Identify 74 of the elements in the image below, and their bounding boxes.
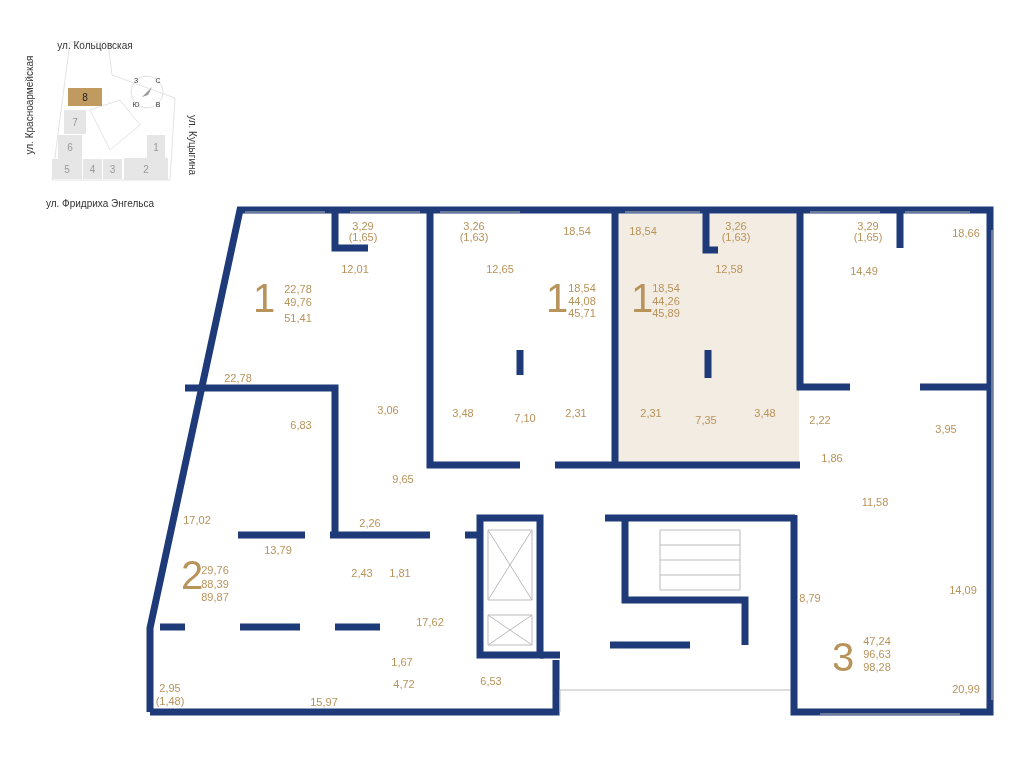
area-label: 51,41 [284,312,312,324]
apartment-room-count: 1 [252,278,276,318]
area-label: 2,43 [351,567,373,579]
area-label: 14,49 [850,265,878,277]
area-label: 44,26 [652,295,680,307]
area-label: (1,48) [155,695,185,707]
area-label: 18,54 [568,282,596,294]
area-label: 44,08 [568,295,596,307]
street-name: ул. Фридриха Энгельса [45,199,155,209]
building-block: 2 [124,158,168,180]
building-block: 6 [58,135,82,160]
building-block: 7 [64,110,86,134]
area-label: 98,28 [863,661,891,673]
area-label: 88,39 [201,578,229,590]
area-label: 3,06 [377,404,399,416]
area-label: 12,58 [715,263,743,275]
area-label: 3,26 [463,220,485,232]
area-label: 3,26 [725,220,747,232]
area-label: 2,22 [809,414,831,426]
area-label: 11,58 [861,496,889,508]
area-label: 45,71 [568,307,596,319]
area-label: 9,65 [392,473,414,485]
area-label: 15,97 [310,696,338,708]
area-label: 2,26 [359,517,381,529]
area-label: (1,63) [459,231,489,243]
area-label: 89,87 [201,591,229,603]
area-label: 17,62 [416,616,444,628]
area-label: 17,02 [183,514,211,526]
area-label: 6,83 [290,419,312,431]
area-label: 2,31 [640,407,662,419]
street-name: ул. Кольцовская [57,41,133,51]
area-label: 7,10 [514,412,536,424]
area-label: 20,99 [952,683,980,695]
area-label: 3,95 [935,423,957,435]
area-label: 18,54 [629,225,657,237]
area-label: 22,78 [224,372,252,384]
area-label: 22,78 [284,283,312,295]
area-label: 96,63 [863,648,891,660]
apartment-room-count: 3 [831,637,855,677]
area-label: 3,29 [857,220,879,232]
area-label: 18,54 [652,282,680,294]
area-label: 3,29 [352,220,374,232]
street-name: ул. Красноармейская [25,55,35,155]
area-label: 12,65 [486,263,514,275]
area-label: 18,54 [563,225,591,237]
area-label: 8,79 [799,592,821,604]
area-label: 47,24 [863,635,891,647]
building-block: 1 [147,135,165,159]
area-label: (1,63) [721,231,751,243]
area-label: 12,01 [341,263,369,275]
area-label: (1,65) [853,231,883,243]
area-label: 3,48 [452,407,474,419]
area-label: 1,86 [821,452,843,464]
building-block: 3 [103,159,122,179]
area-label: 14,09 [949,584,977,596]
area-label: 18,66 [952,227,980,239]
area-label: 1,81 [389,567,411,579]
area-label: 1,67 [391,656,413,668]
building-block: 5 [52,159,82,179]
area-label: 13,79 [264,544,292,556]
area-label: (1,65) [348,231,378,243]
building-block: 4 [83,159,102,179]
apartment-room-count: 1 [545,278,569,318]
area-label: 49,76 [284,296,312,308]
area-label: 3,48 [754,407,776,419]
area-label: 2,31 [565,407,587,419]
area-label: 7,35 [695,414,717,426]
building-block: 8 [68,88,102,106]
area-label: 2,95 [159,682,181,694]
street-name: ул. Куцыгина [187,114,197,176]
area-label: 45,89 [652,307,680,319]
area-label: 4,72 [393,678,415,690]
area-label: 6,53 [480,675,502,687]
area-label: 29,76 [201,564,229,576]
